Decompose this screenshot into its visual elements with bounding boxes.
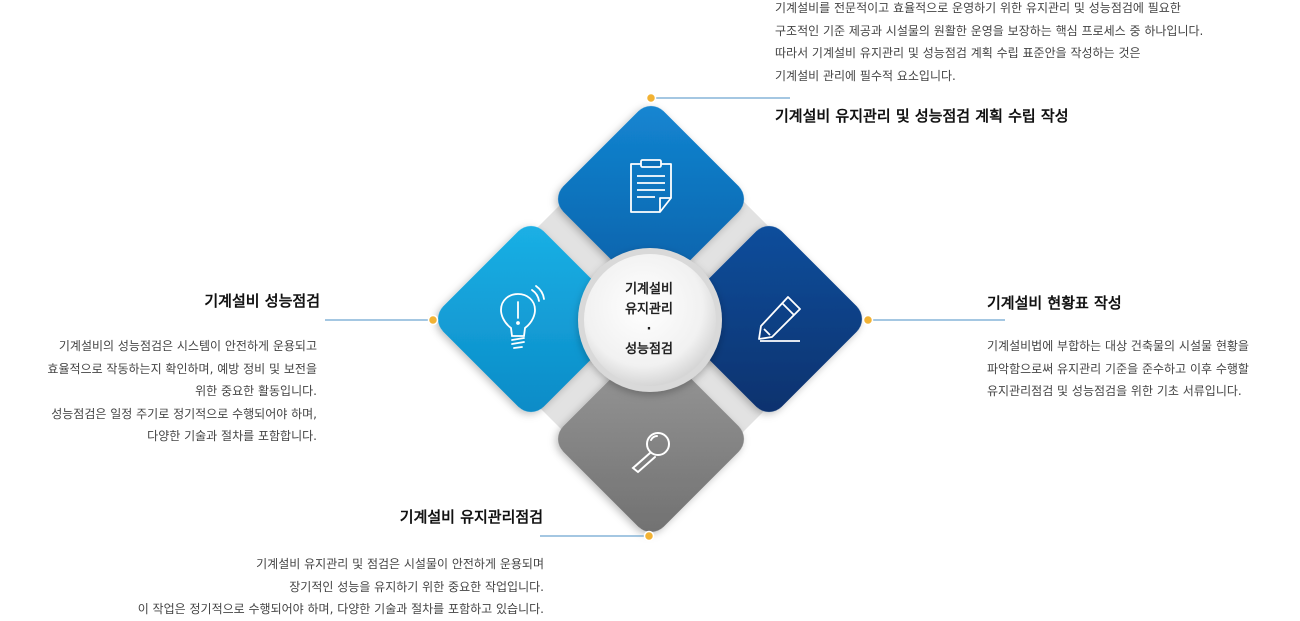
left-desc-line-4: 성능점검은 일정 주기로 정기적으로 수행되어야 하며, <box>51 406 317 421</box>
tile-top <box>558 106 744 292</box>
top-desc-line-4: 기계설비 관리에 필수적 요소입니다. <box>775 68 956 83</box>
magnifier-icon <box>631 432 670 474</box>
right-desc-line-3: 유지관리점검 및 성능점검을 위한 기초 서류입니다. <box>987 384 1242 398</box>
bottom-description: 기계설비 유지관리 및 점검은 시설물이 안전하게 운용되며 장기적인 성능을 … <box>40 553 544 621</box>
center-line-3: · <box>646 322 652 337</box>
tile-left <box>438 226 624 412</box>
connector-top <box>645 92 790 104</box>
right-description: 기계설비법에 부합하는 대상 건축물의 시설물 현황을 파악함으로써 유지관리 … <box>987 335 1249 403</box>
center-line-1: 기계설비 <box>625 282 673 297</box>
top-desc-line-1: 기계설비를 전문적이고 효율적으로 운영하기 위한 유지관리 및 성능점검에 필… <box>775 1 1181 15</box>
tile-right <box>676 226 862 412</box>
left-desc-line-3: 위한 중요한 활동입니다. <box>195 384 317 398</box>
connector-bottom <box>540 530 655 542</box>
left-title: 기계설비 성능점검 <box>204 292 320 310</box>
right-desc-line-2: 파악함으로써 유지관리 기준을 준수하고 이후 수행할 <box>987 361 1249 376</box>
center-line-4: 성능점검 <box>625 342 673 357</box>
left-description: 기계설비의 성능점검은 시스템이 안전하게 운용되고 효율적으로 작동하는지 확… <box>0 335 317 448</box>
top-title: 기계설비 유지관리 및 성능점검 계획 수립 작성 <box>775 107 1069 125</box>
center-label: 기계설비 유지관리 · 성능점검 <box>584 255 714 385</box>
bottom-desc-line-3: 이 작업은 정기적으로 수행되어야 하며, 다양한 기술과 절차를 포함하고 있… <box>137 602 544 616</box>
left-desc-line-2: 효율적으로 작동하는지 확인하며, 예방 정비 및 보전을 <box>47 361 317 376</box>
connector-left <box>325 314 439 326</box>
left-desc-line-5: 다양한 기술과 절차를 포함합니다. <box>147 429 317 443</box>
top-description: 기계설비를 전문적이고 효율적으로 운영하기 위한 유지관리 및 성능점검에 필… <box>775 0 1203 87</box>
clipboard-icon <box>630 159 672 213</box>
lightbulb-icon <box>500 285 545 349</box>
connector-right <box>862 314 1005 326</box>
bottom-desc-line-2: 장기적인 성능을 유지하기 위한 중요한 작업입니다. <box>289 579 544 594</box>
top-desc-line-2: 구조적인 기준 제공과 시설물의 원활한 운영을 보장하는 핵심 프로세스 중 … <box>775 23 1204 38</box>
left-desc-line-1: 기계설비의 성능점검은 시스템이 안전하게 운용되고 <box>58 339 317 353</box>
right-title: 기계설비 현황표 작성 <box>987 294 1122 312</box>
center-line-2: 유지관리 <box>625 302 673 317</box>
pencil-icon <box>758 296 801 342</box>
right-desc-line-1: 기계설비법에 부합하는 대상 건축물의 시설물 현황을 <box>987 339 1249 353</box>
center-circle <box>584 254 716 386</box>
top-desc-line-3: 따라서 기계설비 유지관리 및 성능점검 계획 수립 표준안을 작성하는 것은 <box>775 46 1141 60</box>
bottom-desc-line-1: 기계설비 유지관리 및 점검은 시설물이 안전하게 운용되며 <box>256 557 544 571</box>
bottom-title: 기계설비 유지관리점검 <box>399 508 543 526</box>
